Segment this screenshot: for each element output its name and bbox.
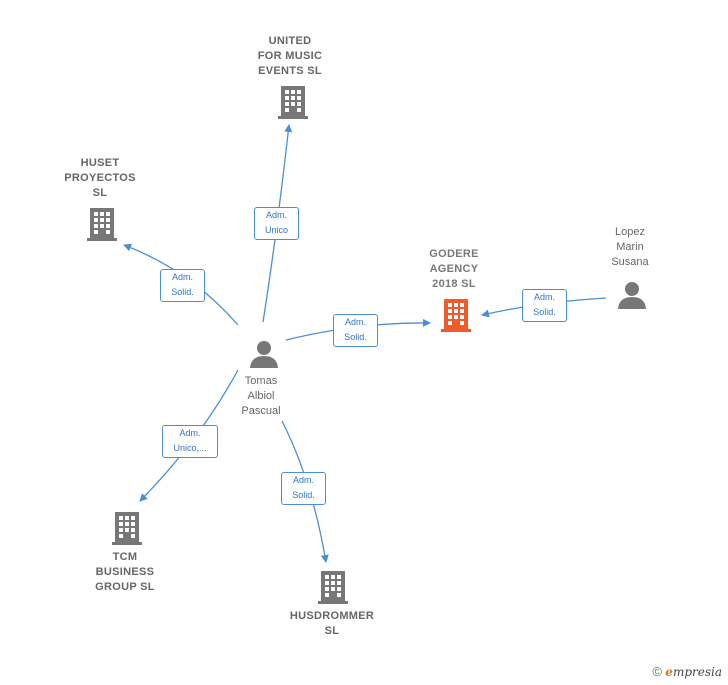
node-label-husdrommer[interactable]: HUSDROMMER SL bbox=[289, 610, 375, 637]
building-icon bbox=[87, 208, 117, 241]
node-label-united[interactable]: UNITED FOR MUSIC EVENTS SL bbox=[257, 35, 323, 77]
building-icon bbox=[278, 86, 308, 119]
node-label-tcm[interactable]: TCM BUSINESS GROUP SL bbox=[95, 551, 155, 593]
edge-label-tomas-godere: Adm. Solid. bbox=[333, 314, 378, 347]
brand-logo: empresia bbox=[665, 665, 722, 679]
edge-label-tomas-husdrommer: Adm. Solid. bbox=[281, 472, 326, 505]
brand-footer: © empresia bbox=[652, 664, 722, 679]
person-icon bbox=[618, 282, 646, 309]
node-label-huset[interactable]: HUSET PROYECTOS SL bbox=[64, 157, 136, 199]
edge-label-lopez-godere: Adm. Solid. bbox=[522, 289, 567, 322]
building-icon bbox=[112, 512, 142, 545]
edge-label-tomas-tcm: Adm. Unico,... bbox=[162, 425, 218, 458]
node-label-tomas[interactable]: Tomas Albiol Pascual bbox=[241, 375, 281, 417]
edge-label-tomas-huset: Adm. Solid. bbox=[160, 269, 205, 302]
building-icon bbox=[318, 571, 348, 604]
node-label-lopez[interactable]: Lopez Marin Susana bbox=[611, 226, 649, 268]
edge-label-tomas-united: Adm. Unico bbox=[254, 207, 299, 240]
person-icon bbox=[250, 341, 278, 368]
node-label-godere[interactable]: GODERE AGENCY 2018 SL bbox=[429, 248, 479, 290]
building-icon-focus bbox=[441, 299, 471, 332]
copyright-symbol: © bbox=[652, 664, 662, 679]
